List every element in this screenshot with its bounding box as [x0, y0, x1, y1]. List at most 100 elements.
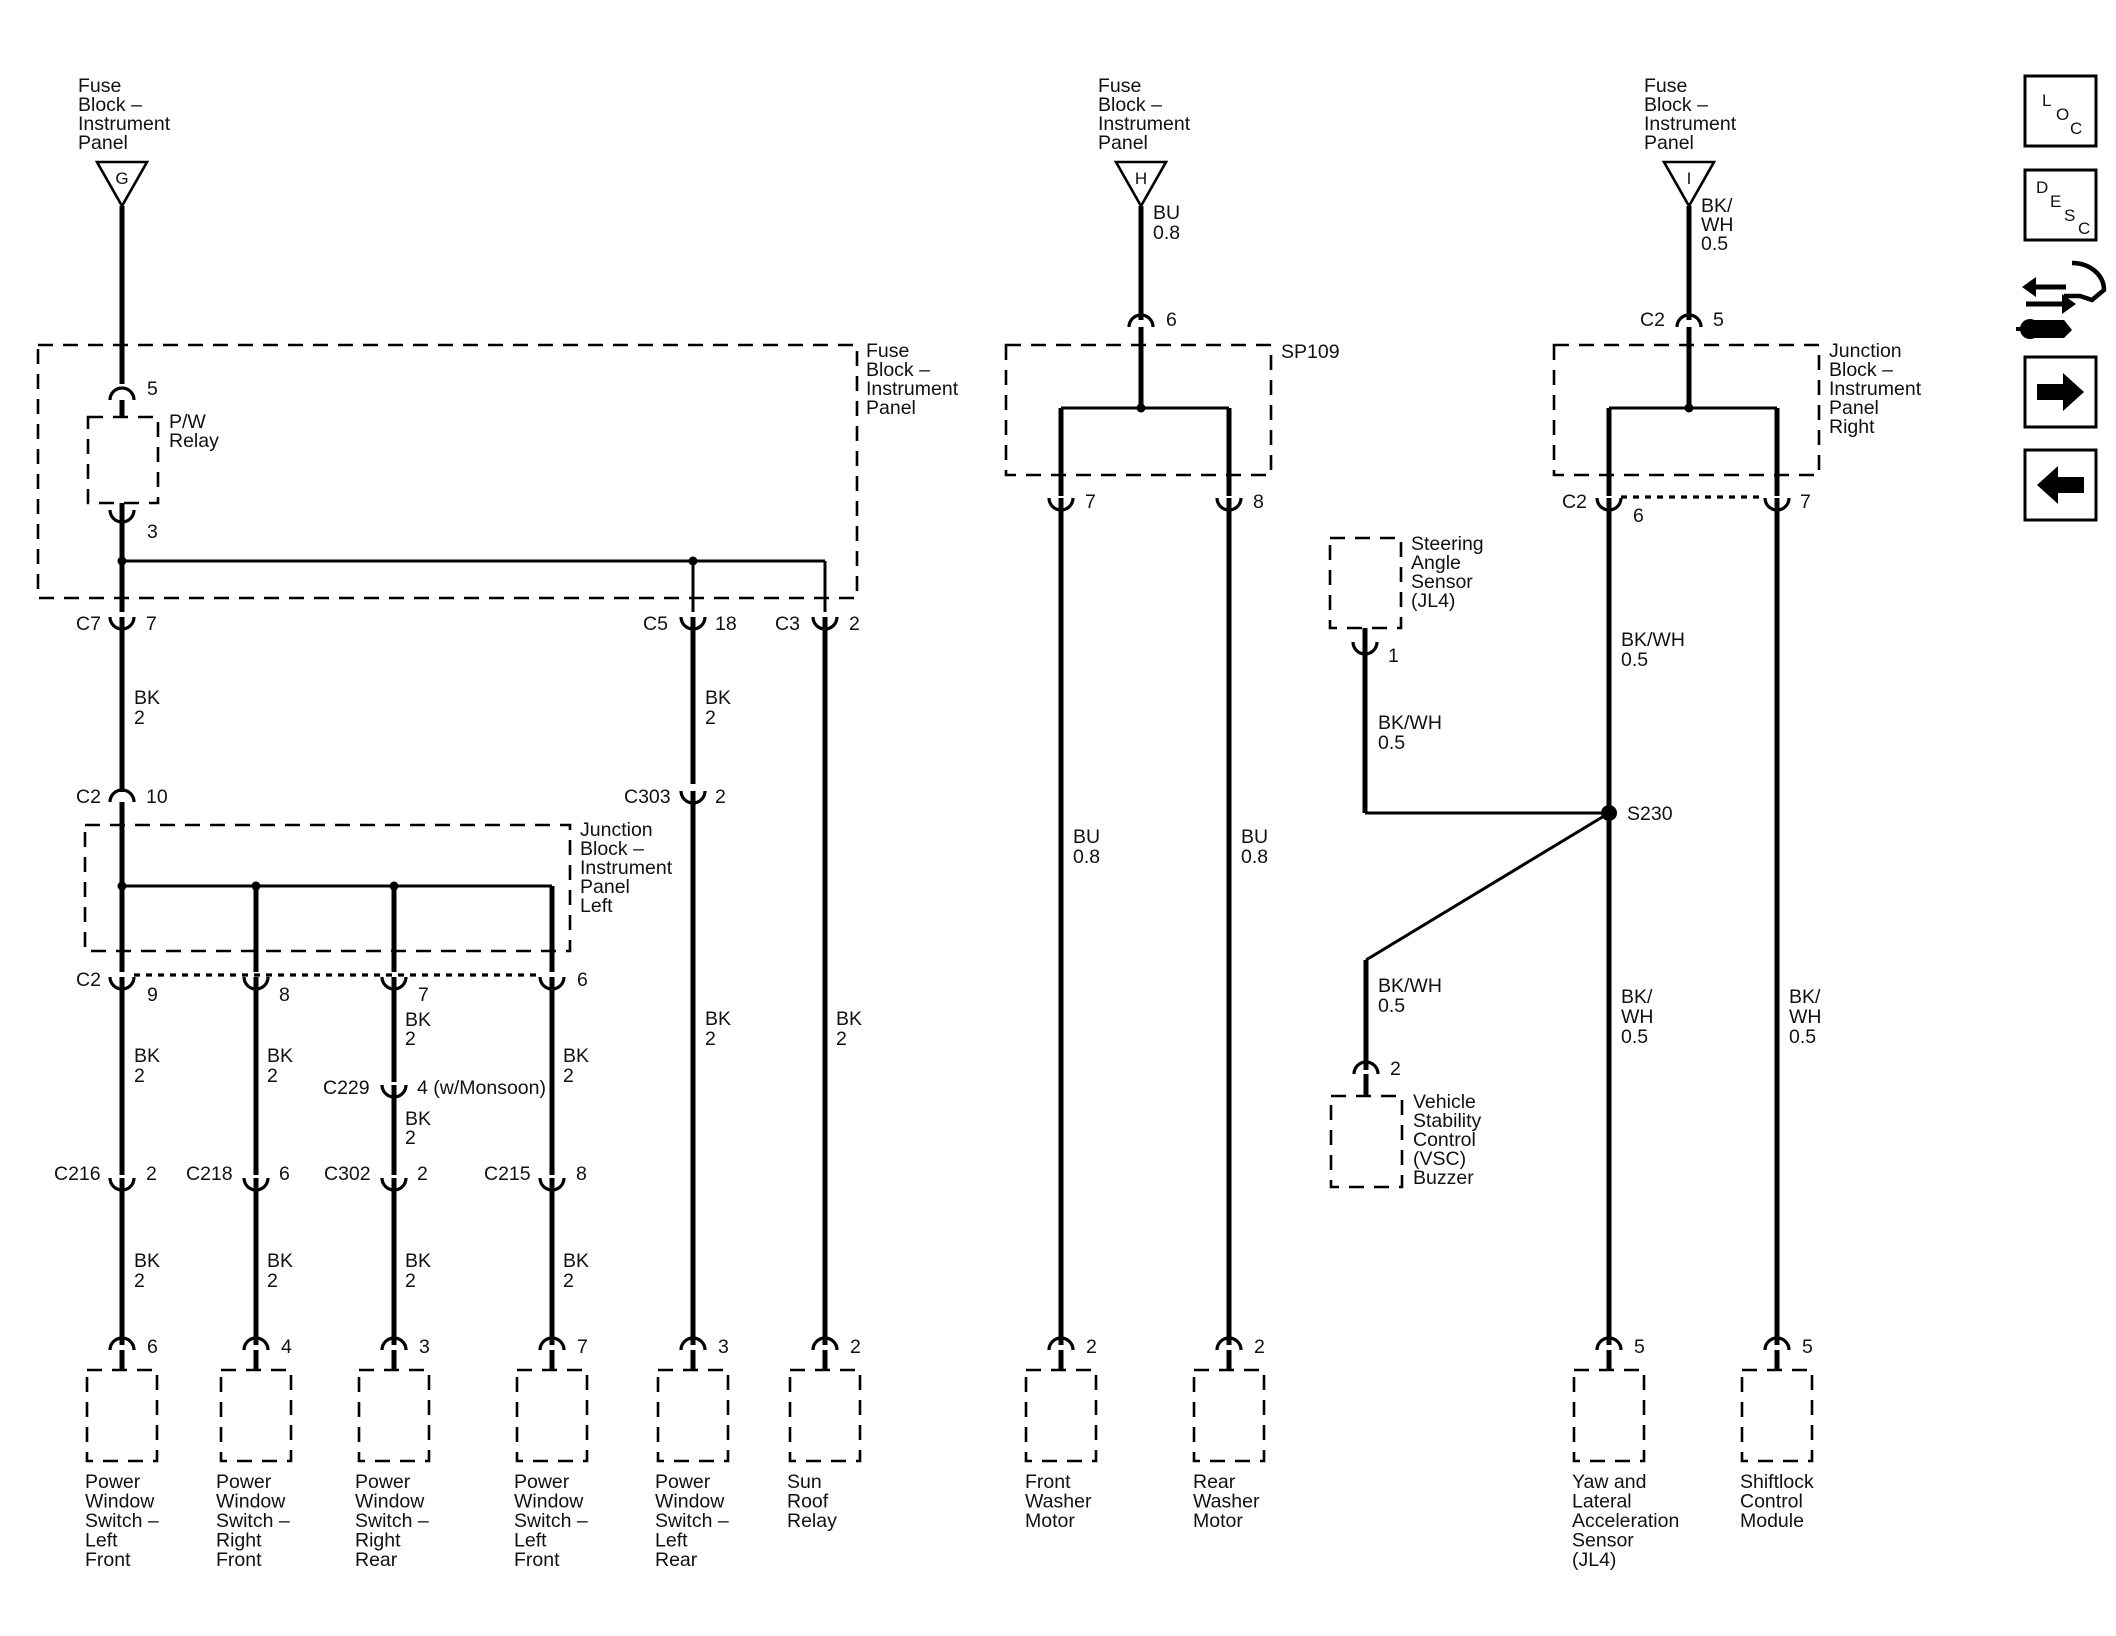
jb-right-out7: 7: [1800, 491, 1811, 513]
connector-sp109-in: [1127, 313, 1155, 328]
sp109-outline: [1004, 343, 1273, 477]
component-connector: [1763, 1336, 1791, 1351]
pw-relay-label: P/W Relay: [169, 411, 219, 452]
component-pin: 5: [1802, 1336, 1813, 1358]
arrow-right-icon: [2037, 373, 2084, 411]
loc-letter-o: O: [2056, 105, 2069, 124]
component-outline: [219, 1368, 293, 1463]
steering-angle-sensor-label: Steering Angle Sensor (JL4): [1411, 533, 1489, 612]
component-connector: [380, 1336, 408, 1351]
c302-label: C302: [324, 1163, 371, 1185]
c3-pin: 2: [849, 613, 860, 635]
pin-relay-out: 3: [147, 521, 158, 543]
jb-right-in-pin: 5: [1713, 309, 1724, 331]
desc-button[interactable]: D E S C: [2023, 168, 2098, 242]
jb-left-pin9: 9: [147, 984, 158, 1006]
component-connector: [679, 1336, 707, 1351]
component-outline: [1572, 1368, 1646, 1463]
steering-pin: 1: [1388, 645, 1399, 667]
desc-letter-e: E: [2050, 192, 2061, 211]
connector-relay-in: [108, 386, 136, 401]
component-connector: [108, 1336, 136, 1351]
pin-relay-in: 5: [147, 378, 158, 400]
jb-left-pin8: 8: [279, 984, 290, 1006]
loc-button[interactable]: L O C: [2023, 74, 2098, 148]
junction-block-right-label: Junction Block – Instrument Panel Right: [1829, 340, 1927, 438]
c303-pin: 2: [715, 786, 726, 808]
component-outline: [1192, 1368, 1266, 1463]
next-page-button[interactable]: [2023, 355, 2098, 429]
fuse-g-label: Fuse Block – Instrument Panel: [78, 75, 176, 154]
c2-in-pin: 10: [146, 786, 168, 808]
steering-angle-sensor-outline: [1328, 536, 1403, 630]
sp109-in-pin: 6: [1166, 309, 1177, 331]
junction-block-left-outline: [83, 823, 572, 953]
c229-label: C229: [323, 1077, 370, 1099]
component-connector: [811, 1336, 839, 1351]
connector-tools-button[interactable]: [2016, 260, 2107, 339]
junction-block-right-outline: [1552, 343, 1821, 477]
splice-s230-label: S230: [1627, 803, 1673, 825]
wire-s230-to-buzzer: [1365, 811, 1610, 962]
arrow-left-icon: [2037, 466, 2084, 504]
c216-label: C216: [54, 1163, 101, 1185]
fuse-g-triangle: [94, 160, 150, 209]
c5-label: C5: [643, 613, 668, 635]
component-pin: 2: [1086, 1336, 1097, 1358]
c302-pin: 2: [417, 1163, 428, 1185]
vsc-buzzer-label: Vehicle Stability Control (VSC) Buzzer: [1413, 1091, 1487, 1189]
sp109-out8: 8: [1253, 491, 1264, 513]
fuse-h-label: Fuse Block – Instrument Panel: [1098, 75, 1196, 154]
component-connector: [1047, 1336, 1075, 1351]
c229-pin: 4 (w/Monsoon): [417, 1077, 546, 1099]
jb-left-pin6: 6: [577, 969, 588, 991]
fuse-block-ip-label: Fuse Block – Instrument Panel: [866, 340, 964, 419]
fuse-block-h-source: Fuse Block – Instrument Panel H: [1098, 75, 1196, 209]
component-outline: [1740, 1368, 1814, 1463]
c5-pin: 18: [715, 613, 737, 635]
previous-page-button[interactable]: [2023, 448, 2098, 522]
c218-pin: 6: [279, 1163, 290, 1185]
jb-right-in-label: C2: [1640, 309, 1665, 331]
component-pin: 3: [718, 1336, 729, 1358]
buzzer-pin: 2: [1390, 1058, 1401, 1080]
vsc-buzzer-outline: [1329, 1094, 1404, 1189]
c215-pin: 8: [576, 1163, 587, 1185]
fuse-g-letter: G: [115, 169, 128, 188]
c3-label: C3: [775, 613, 800, 635]
jb-left-pin7: 7: [418, 984, 429, 1006]
connector-buzzer-pin2: [1352, 1060, 1380, 1075]
connector-tools-icon: [2016, 260, 2107, 339]
component-pin: 5: [1634, 1336, 1645, 1358]
c218-label: C218: [186, 1163, 233, 1185]
